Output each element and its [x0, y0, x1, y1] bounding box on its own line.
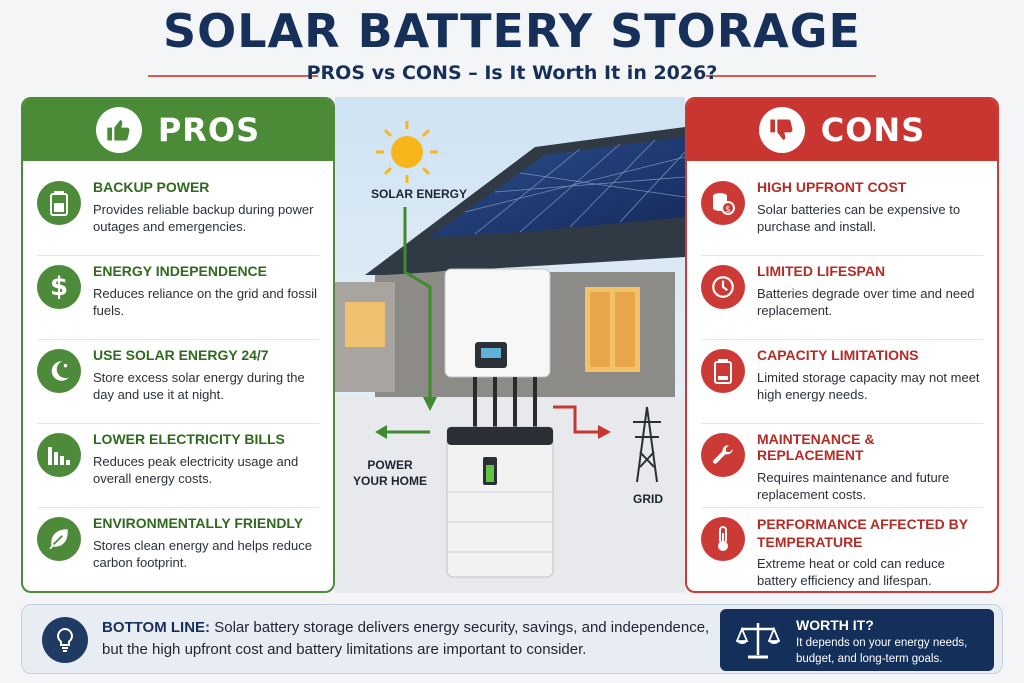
pros-panel: PROS BACKUP POWER Provides reliable back…	[21, 97, 335, 593]
list-item: CAPACITY LIMITATIONS Limited storage cap…	[687, 333, 997, 415]
title-underline-right	[706, 75, 876, 77]
coins-icon: $	[701, 181, 745, 225]
cons-panel: CONS $ HIGH UPFRONT COST Solar batteries…	[685, 97, 999, 593]
battery-icon	[37, 181, 81, 225]
leaf-icon	[37, 517, 81, 561]
item-desc: Extreme heat or cold can reduce battery …	[757, 556, 945, 588]
power-home-label: POWER YOUR HOME	[352, 458, 427, 488]
bottom-line-body: Solar battery storage delivers energy se…	[102, 619, 710, 658]
item-desc: Reduces peak electricity usage and overa…	[93, 454, 299, 486]
item-title: LOWER ELECTRICITY BILLS	[93, 431, 285, 447]
cons-heading: CONS	[820, 111, 926, 149]
divider	[37, 507, 319, 508]
divider	[701, 423, 983, 424]
item-desc: Store excess solar energy during the day…	[93, 370, 305, 402]
item-title: ENERGY INDEPENDENCE	[93, 263, 268, 279]
thumbs-up-icon	[95, 107, 142, 153]
item-title: MAINTENANCE & REPLACEMENT	[757, 431, 875, 463]
item-desc: Reduces reliance on the grid and fossil …	[93, 286, 318, 318]
solar-house-illustration: SOLAR ENERGY POWER YOUR HOME GRID	[335, 97, 685, 593]
list-item: LIMITED LIFESPAN Batteries degrade over …	[687, 249, 997, 331]
list-item: MAINTENANCE & REPLACEMENT Requires maint…	[687, 417, 997, 502]
item-desc: Requires maintenance and future replacem…	[757, 470, 950, 502]
bottom-line-label: BOTTOM LINE:	[102, 619, 211, 636]
solar-energy-label: SOLAR ENERGY	[371, 187, 468, 201]
list-item: ENVIRONMENTALLY FRIENDLY Stores clean en…	[23, 501, 333, 583]
scale-icon	[735, 619, 781, 666]
item-desc: Solar batteries can be expensive to purc…	[757, 202, 961, 234]
divider	[37, 255, 319, 256]
divider	[37, 339, 319, 340]
item-title: HIGH UPFRONT COST	[757, 179, 907, 195]
lightbulb-icon	[42, 617, 88, 663]
item-title: PERFORMANCE AFFECTED BY TEMPERATURE	[757, 516, 968, 550]
bottom-line-text: BOTTOM LINE: Solar battery storage deliv…	[102, 617, 712, 661]
worth-it-box: WORTH IT? It depends on your energy need…	[720, 609, 994, 671]
grid-label: GRID	[633, 492, 663, 506]
battery-low-icon	[701, 349, 745, 393]
clock-icon	[701, 265, 745, 309]
worth-it-title: WORTH IT?	[796, 617, 874, 633]
item-desc: Stores clean energy and helps reduce car…	[93, 538, 312, 570]
item-desc: Batteries degrade over time and need rep…	[757, 286, 975, 318]
divider	[37, 423, 319, 424]
dollar-icon: $	[37, 265, 81, 309]
sun-icon	[376, 121, 438, 183]
divider	[701, 255, 983, 256]
divider	[701, 339, 983, 340]
thermometer-icon	[701, 517, 745, 561]
item-title: ENVIRONMENTALLY FRIENDLY	[93, 515, 304, 531]
list-item: $ HIGH UPFRONT COST Solar batteries can …	[687, 165, 997, 247]
worth-it-desc: It depends on your energy needs, budget,…	[796, 637, 968, 665]
item-title: BACKUP POWER	[93, 179, 210, 195]
list-item: $ ENERGY INDEPENDENCE Reduces reliance o…	[23, 249, 333, 331]
title-underline-left	[148, 75, 318, 77]
bottom-line-banner: BOTTOM LINE: Solar battery storage deliv…	[21, 604, 1003, 674]
item-desc: Limited storage capacity may not meet hi…	[757, 370, 980, 402]
item-title: LIMITED LIFESPAN	[757, 263, 886, 279]
battery-unit	[446, 426, 554, 578]
cons-header: CONS	[687, 99, 997, 161]
svg-text:$: $	[725, 205, 731, 215]
moon-star-icon	[37, 349, 81, 393]
power-tower-icon	[633, 406, 661, 483]
list-item: USE SOLAR ENERGY 24/7 Store excess solar…	[23, 333, 333, 415]
bar-chart-down-icon	[37, 433, 81, 477]
item-title: CAPACITY LIMITATIONS	[757, 347, 919, 363]
list-item: PERFORMANCE AFFECTED BY TEMPERATURE Extr…	[687, 501, 997, 588]
wrench-icon	[701, 433, 745, 477]
pros-header: PROS	[23, 99, 333, 161]
item-title: USE SOLAR ENERGY 24/7	[93, 347, 269, 363]
divider	[701, 507, 983, 508]
thumbs-down-icon	[758, 107, 805, 153]
inverter	[444, 268, 551, 378]
list-item: LOWER ELECTRICITY BILLS Reduces peak ele…	[23, 417, 333, 499]
list-item: BACKUP POWER Provides reliable backup du…	[23, 165, 333, 247]
page-subtitle: PROS vs CONS – Is It Worth It in 2026?	[306, 62, 718, 84]
pros-heading: PROS	[157, 111, 261, 149]
item-desc: Provides reliable backup during power ou…	[93, 202, 314, 234]
page-title: SOLAR BATTERY STORAGE	[163, 4, 861, 58]
